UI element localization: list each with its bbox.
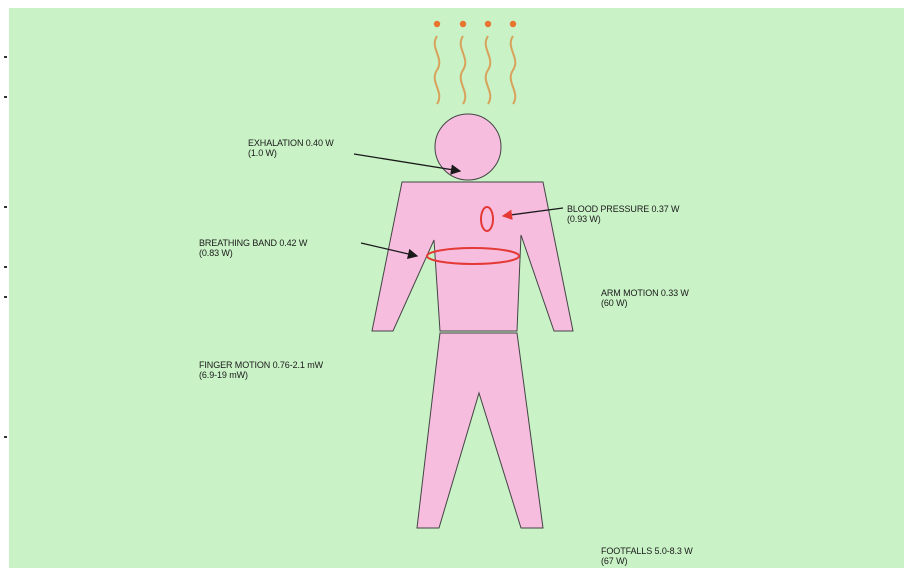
arm-motion-sub: (60 W) xyxy=(601,298,689,308)
heat-waves xyxy=(435,36,516,104)
heat-dot xyxy=(434,21,440,27)
diagram-canvas: EXHALATION 0.40 W (1.0 W) BLOOD PRESSURE… xyxy=(9,8,904,568)
footfalls-sub: (67 W) xyxy=(601,556,693,566)
arm-motion-label: ARM MOTION 0.33 W (60 W) xyxy=(601,288,689,308)
margin-tick xyxy=(4,206,7,208)
margin-tick xyxy=(4,266,7,268)
heat-dot xyxy=(510,21,516,27)
legs xyxy=(417,333,543,528)
heat-wave xyxy=(435,36,440,104)
margin-tick xyxy=(4,96,7,98)
torso-and-arms xyxy=(372,182,573,331)
left-margin-strip xyxy=(0,0,9,576)
human-body xyxy=(372,114,573,528)
finger-motion-label: FINGER MOTION 0.76-2.1 mW (6.9-19 mW) xyxy=(199,360,323,380)
exhalation-sub: (1.0 W) xyxy=(248,148,334,158)
arm-motion-title: ARM MOTION 0.33 W xyxy=(601,288,689,298)
human-figure-diagram xyxy=(9,8,904,568)
margin-tick xyxy=(4,296,7,298)
margin-tick xyxy=(4,56,7,58)
heat-wave xyxy=(486,36,491,104)
heat-dot xyxy=(485,21,491,27)
blood-pressure-title: BLOOD PRESSURE 0.37 W xyxy=(567,204,679,214)
footfalls-title: FOOTFALLS 5.0-8.3 W xyxy=(601,546,693,556)
finger-motion-sub: (6.9-19 mW) xyxy=(199,370,323,380)
head xyxy=(435,114,501,180)
breathing-band-sub: (0.83 W) xyxy=(199,248,307,258)
blood-pressure-label: BLOOD PRESSURE 0.37 W (0.93 W) xyxy=(567,204,679,224)
margin-tick xyxy=(4,436,7,438)
finger-motion-title: FINGER MOTION 0.76-2.1 mW xyxy=(199,360,323,370)
exhalation-title: EXHALATION 0.40 W xyxy=(248,138,334,148)
footfalls-label: FOOTFALLS 5.0-8.3 W (67 W) xyxy=(601,546,693,566)
heat-dot xyxy=(460,21,466,27)
heat-dots xyxy=(434,21,516,27)
heat-wave xyxy=(511,36,516,104)
exhalation-label: EXHALATION 0.40 W (1.0 W) xyxy=(248,138,334,158)
breathing-band-label: BREATHING BAND 0.42 W (0.83 W) xyxy=(199,238,307,258)
heat-wave xyxy=(461,36,466,104)
blood-pressure-sub: (0.93 W) xyxy=(567,214,679,224)
breathing-band-title: BREATHING BAND 0.42 W xyxy=(199,238,307,248)
